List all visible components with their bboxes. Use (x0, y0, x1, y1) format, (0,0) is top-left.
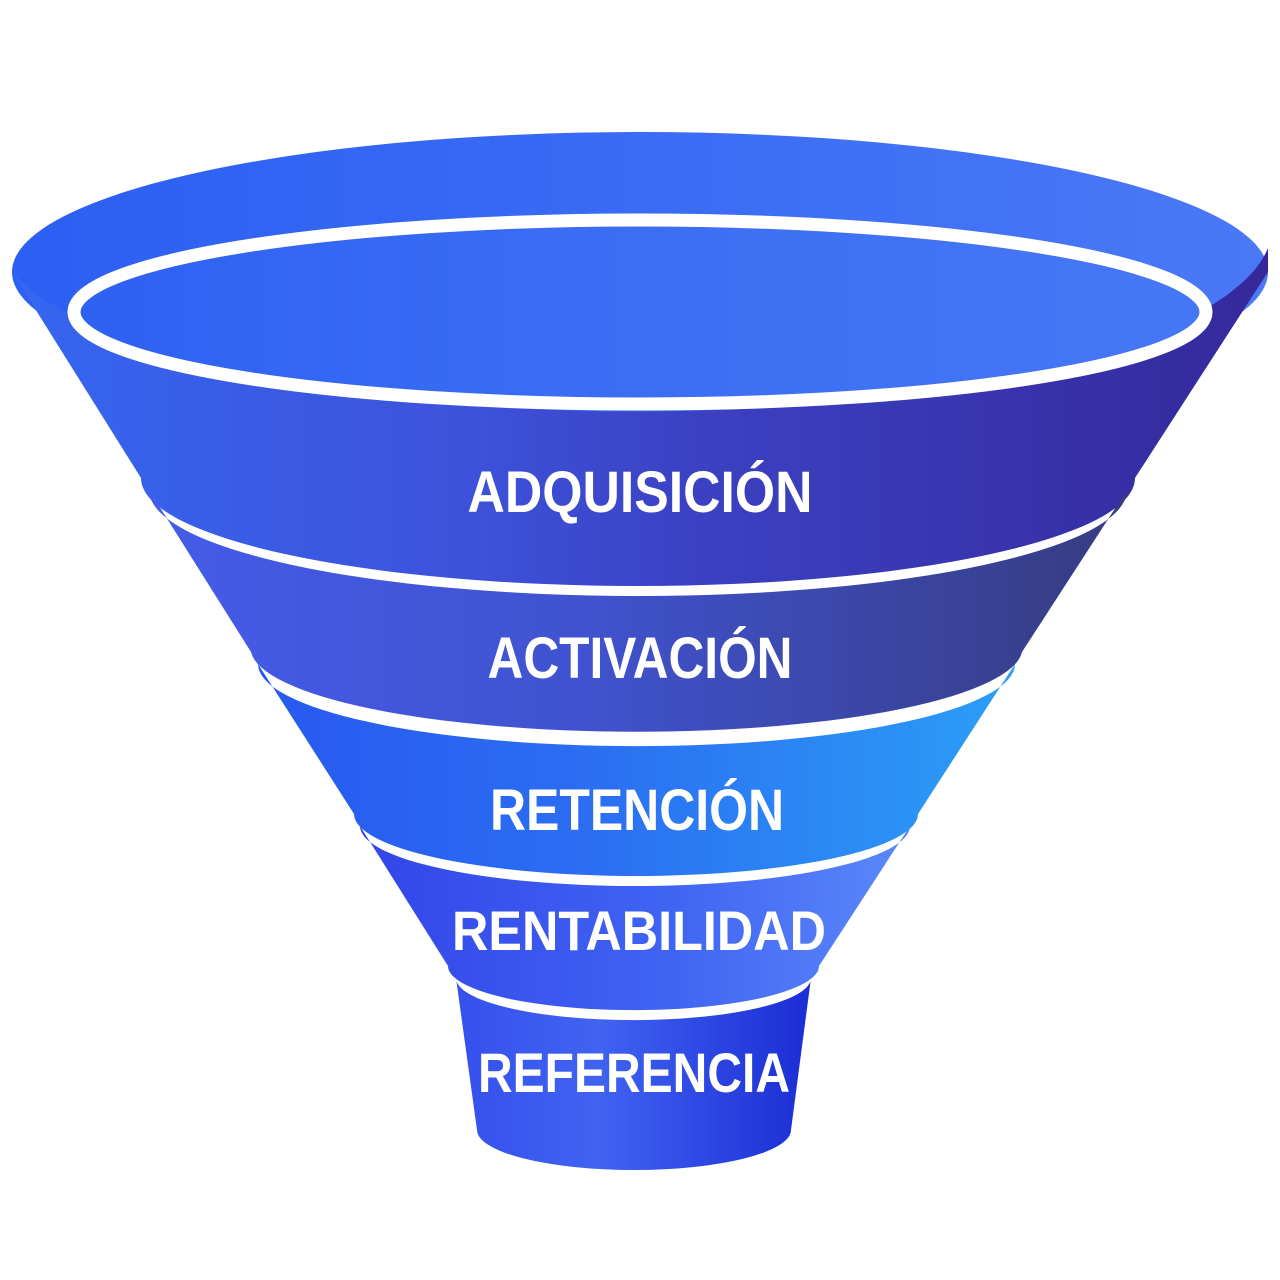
funnel-stage-rentabilidad (360, 826, 910, 1011)
funnel-stage-referencia (456, 978, 811, 1170)
stage-label-activacion: ACTIVACIÓN (488, 626, 793, 691)
stage-label-adquisicion: ADQUISICIÓN (468, 460, 813, 525)
stage-label-retencion: RETENCIÓN (490, 778, 784, 843)
funnel-stage-retencion (258, 664, 1015, 876)
funnel-bowl-interior (67, 213, 1213, 411)
funnel-stage-adquisicion (12, 248, 1268, 586)
stage-label-referencia: REFERENCIA (478, 1041, 790, 1104)
stage-label-rentabilidad: RENTABILIDAD (452, 899, 826, 962)
funnel-stage-activacion (149, 490, 1127, 732)
